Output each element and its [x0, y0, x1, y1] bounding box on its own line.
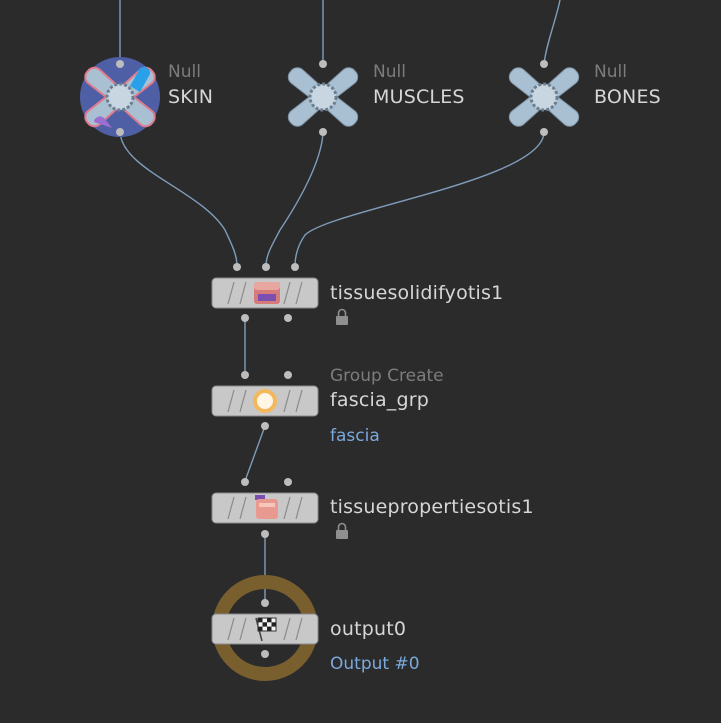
node-name-group[interactable]: fascia_grp	[330, 389, 430, 411]
node-stripes	[227, 496, 303, 520]
properties-icon-tab	[255, 495, 265, 500]
wire-group-to-properties	[244, 425, 266, 482]
node-name-tissueproperties[interactable]: tissuepropertiesotis1	[330, 496, 534, 518]
node-name-skin[interactable]: SKIN	[168, 86, 214, 108]
wire-skin-to-solidify	[119, 131, 238, 267]
input-port-2[interactable]	[262, 263, 270, 271]
template-flag	[94, 116, 112, 128]
node-name-bones[interactable]: BONES	[594, 86, 661, 108]
input-port[interactable]	[319, 60, 327, 68]
output-port-2[interactable]	[284, 314, 292, 322]
input-port[interactable]	[116, 60, 124, 68]
input-port-1[interactable]	[241, 371, 249, 379]
input-port[interactable]	[540, 60, 548, 68]
input-port-2[interactable]	[284, 371, 292, 379]
node-stripes	[227, 281, 303, 305]
input-port[interactable]	[261, 599, 269, 607]
output-port[interactable]	[261, 650, 269, 658]
node-name-tissuesolidify[interactable]: tissuesolidifyotis1	[330, 282, 504, 304]
node-type-label: Group Create	[330, 366, 444, 386]
group-icon-inner	[257, 393, 273, 409]
node-name-muscles[interactable]: MUSCLES	[373, 86, 465, 108]
input-port-1[interactable]	[233, 263, 241, 271]
output-port-1[interactable]	[241, 314, 249, 322]
input-port-1[interactable]	[241, 478, 249, 486]
node-type-label: Null	[168, 62, 201, 82]
node-tissueproperties[interactable]	[211, 478, 348, 539]
tissue-icon-band	[258, 294, 276, 301]
node-name-output[interactable]: output0	[330, 618, 407, 640]
lock-icon	[336, 522, 348, 539]
node-tissuesolidify[interactable]	[211, 263, 348, 325]
output-port[interactable]	[116, 128, 124, 136]
input-port-3[interactable]	[291, 263, 299, 271]
output-port[interactable]	[261, 422, 269, 430]
properties-icon	[256, 499, 278, 519]
null-node-bones[interactable]	[508, 60, 580, 136]
node-stripes	[227, 617, 303, 641]
output-port[interactable]	[261, 530, 269, 538]
checkered-flag-icon	[255, 617, 277, 642]
output-port[interactable]	[319, 128, 327, 136]
output-port[interactable]	[540, 128, 548, 136]
wire-muscles-to-solidify	[265, 131, 324, 267]
node-comment-output: Output #0	[330, 654, 420, 674]
gear-icon	[529, 82, 559, 112]
lock-icon	[336, 308, 348, 325]
node-stripes	[227, 389, 303, 413]
gear-icon	[105, 82, 135, 112]
tissue-icon-top	[254, 282, 280, 290]
gear-icon	[308, 82, 338, 112]
null-node-skin[interactable]	[80, 57, 160, 137]
input-port-2[interactable]	[284, 478, 292, 486]
wire-bones-to-solidify	[294, 131, 545, 267]
node-output[interactable]	[211, 575, 319, 681]
wires	[119, 0, 561, 602]
node-type-label: Null	[594, 62, 627, 82]
bypass-flag	[130, 66, 151, 92]
node-comment-group: fascia	[330, 426, 380, 446]
node-group-create[interactable]	[211, 371, 319, 430]
node-type-label: Null	[373, 62, 406, 82]
wire-input-bones	[543, 0, 561, 65]
properties-icon-band	[259, 503, 275, 507]
null-node-muscles[interactable]	[287, 60, 359, 136]
